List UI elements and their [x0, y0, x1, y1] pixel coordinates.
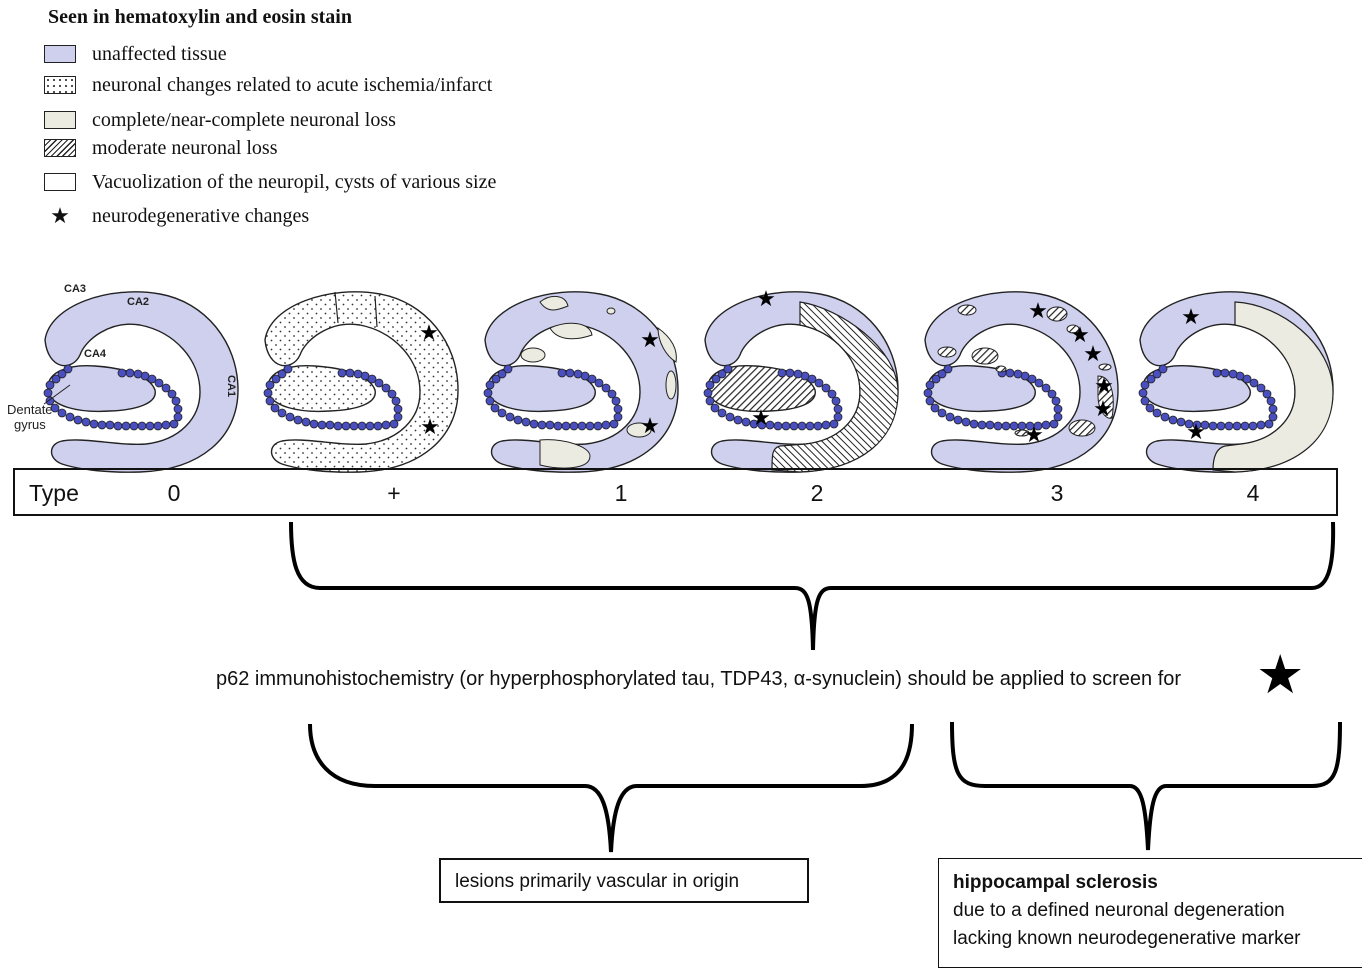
star-icon: ★	[419, 321, 439, 346]
neuronal-loss-patch	[606, 307, 616, 315]
legend-item-vacuolization: Vacuolization of the neuropil, cysts of …	[44, 167, 496, 197]
star-icon: ★	[1028, 299, 1048, 324]
moderate-loss-patch	[957, 304, 977, 316]
neuronal-loss-patch	[539, 296, 569, 311]
star-icon: ★	[640, 414, 660, 439]
hatch-swatch	[44, 139, 76, 157]
ca3-label: CA3	[64, 283, 86, 295]
type-value-4: 4	[1246, 480, 1260, 506]
ca4-label: CA4	[84, 348, 107, 360]
complete-loss-swatch	[44, 111, 76, 129]
moderate-loss-patch	[1046, 306, 1068, 322]
star-icon: ★	[1186, 420, 1206, 445]
ca2-label: CA2	[127, 296, 149, 308]
moderate-loss-band	[771, 301, 899, 473]
neuronal-loss-patch	[626, 422, 652, 438]
legend-label-unaffected: unaffected tissue	[92, 42, 227, 65]
star-icon: ★	[1093, 397, 1113, 422]
brace-all-types	[289, 521, 1336, 651]
type-value-2: 2	[810, 480, 824, 506]
vascular-origin-box: lesions primarily vascular in origin	[439, 858, 809, 903]
star-icon: ★	[1181, 305, 1201, 330]
empty-swatch	[44, 173, 76, 191]
ca1-label: CA1	[225, 375, 237, 397]
legend-item-unaffected: unaffected tissue	[44, 39, 227, 69]
moderate-loss-patch	[937, 346, 957, 358]
legend-label-vacuolization: Vacuolization of the neuropil, cysts of …	[92, 170, 497, 193]
hippocampus-type-4: ★ ★	[1138, 291, 1334, 473]
hippocampal-sclerosis-line2: lacking known neurodegenerative marker	[953, 928, 1301, 949]
legend-label-ischemia: neuronal changes related to acute ischem…	[92, 73, 493, 96]
hippocampus-type-3: ★ ★ ★ ★ ★ ★	[923, 291, 1119, 473]
vascular-origin-label: lesions primarily vascular in origin	[455, 871, 740, 892]
moderate-loss-patch	[1097, 375, 1114, 419]
brace-sclerosis	[950, 721, 1342, 851]
neuronal-loss-patch	[665, 370, 677, 400]
neuronal-loss-patch	[549, 322, 593, 340]
dentate-pointer-line	[43, 384, 71, 405]
legend-label-neurodegenerative: neurodegenerative changes	[92, 204, 310, 227]
moderate-loss-patch	[1014, 429, 1030, 437]
legend-label-moderate-loss: moderate neuronal loss	[92, 136, 278, 159]
dentate-label-line1: Dentate	[7, 402, 53, 417]
star-icon: ★	[751, 406, 771, 431]
dentate-label-line2: gyrus	[14, 417, 46, 432]
legend-item-neurodegenerative: ★ neurodegenerative changes	[44, 201, 309, 231]
star-icon: ★	[1070, 323, 1090, 348]
hippocampus-type-0: CA3 CA2 CA4 CA1 Dentate gyrus	[7, 283, 239, 473]
dotted-swatch	[44, 76, 76, 94]
complete-loss-band	[1212, 301, 1334, 473]
type-value-1: 1	[614, 480, 628, 506]
neuronal-loss-patch	[539, 439, 591, 469]
neuronal-loss-patch	[520, 347, 546, 363]
moderate-loss-patch	[1068, 419, 1096, 437]
type-value-3: 3	[1050, 480, 1064, 506]
star-icon: ★	[1083, 342, 1103, 367]
hippocampal-sclerosis-title: hippocampal sclerosis	[953, 872, 1158, 893]
neuronal-loss-patch	[657, 327, 677, 363]
legend-item-ischemia: neuronal changes related to acute ischem…	[44, 70, 492, 100]
legend-title: Seen in hematoxylin and eosin stain	[48, 6, 352, 28]
star-icon: ★	[50, 203, 70, 228]
star-icon: ★	[1094, 374, 1114, 399]
hippocampal-sclerosis-box: hippocampal sclerosis due to a defined n…	[938, 858, 1362, 968]
region-boundary-lines	[334, 291, 378, 328]
moderate-loss-patch	[971, 347, 999, 365]
brace-vascular	[308, 723, 914, 853]
moderate-loss-patch	[1098, 363, 1112, 371]
type-value-plus: +	[387, 480, 401, 506]
moderate-loss-patch	[1066, 324, 1080, 334]
legend-item-moderate-loss: moderate neuronal loss	[44, 133, 278, 163]
moderate-loss-patch	[995, 365, 1007, 373]
star-icon: ★	[420, 415, 440, 440]
star-icon: ★	[1024, 423, 1044, 448]
unaffected-swatch	[44, 45, 76, 63]
type-row: Type 0 + 1 2 3 4	[13, 468, 1338, 516]
hippocampus-type-plus: ★ ★	[263, 291, 459, 473]
p62-screening-text: p62 immunohistochemistry (or hyperphosph…	[216, 668, 1182, 690]
legend-label-complete-loss: complete/near-complete neuronal loss	[92, 108, 396, 131]
star-icon: ★	[640, 328, 660, 353]
legend-item-complete-loss: complete/near-complete neuronal loss	[44, 105, 396, 135]
hippocampal-sclerosis-line1: due to a defined neuronal degeneration	[953, 900, 1285, 921]
type-value-0: 0	[167, 480, 181, 506]
star-icon: ★	[756, 287, 776, 312]
hippocampus-type-2: ★ ★	[703, 287, 899, 473]
star-icon: ★	[1256, 645, 1305, 705]
type-label: Type	[29, 480, 79, 506]
hippocampus-type-1: ★ ★	[483, 291, 679, 473]
